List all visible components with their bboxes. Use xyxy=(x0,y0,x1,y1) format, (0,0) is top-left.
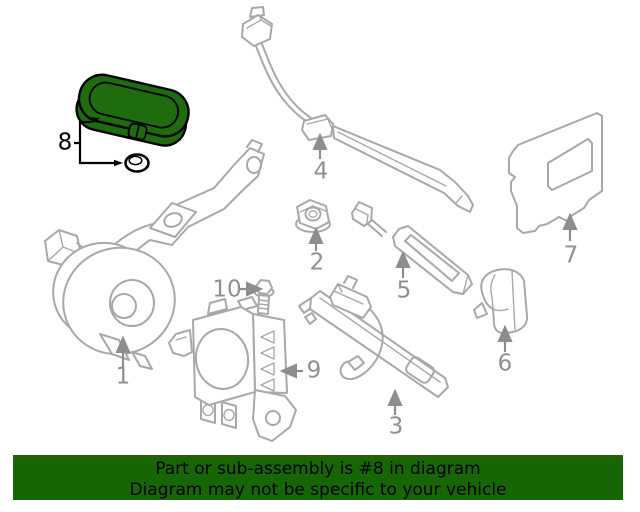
callout-arrows xyxy=(115,132,578,415)
part-6-drawing xyxy=(473,268,529,335)
callout-label-6: 6 xyxy=(497,350,513,377)
callout-label-7: 7 xyxy=(563,242,579,269)
callout-label-8: 8 xyxy=(57,129,73,156)
part-5-drawing xyxy=(351,201,473,295)
part-4-drawing xyxy=(241,6,474,213)
callout-label-2: 2 xyxy=(309,249,325,276)
highlight-banner: Part or sub-assembly is #8 in diagram Di… xyxy=(13,455,623,500)
part-10-drawing xyxy=(253,279,275,315)
banner-line-2: Diagram may not be specific to your vehi… xyxy=(129,480,507,500)
part-8-key-fob-highlight xyxy=(75,73,190,147)
callout-label-4: 4 xyxy=(313,158,329,185)
callout-label-1: 1 xyxy=(115,363,131,390)
banner-line-1: Part or sub-assembly is #8 in diagram xyxy=(155,459,481,479)
callout-label-3: 3 xyxy=(388,413,404,440)
callout-label-5: 5 xyxy=(396,277,412,304)
callout-label-9: 9 xyxy=(306,357,322,384)
callout-bracket-8 xyxy=(74,117,123,167)
part-2-drawing xyxy=(295,199,331,233)
part-8-battery xyxy=(124,153,150,173)
part-9-drawing xyxy=(168,296,297,442)
part-1-drawing xyxy=(44,139,265,370)
callout-label-10: 10 xyxy=(212,276,242,303)
part-3-drawing xyxy=(298,275,449,398)
part-7-drawing xyxy=(508,112,603,234)
